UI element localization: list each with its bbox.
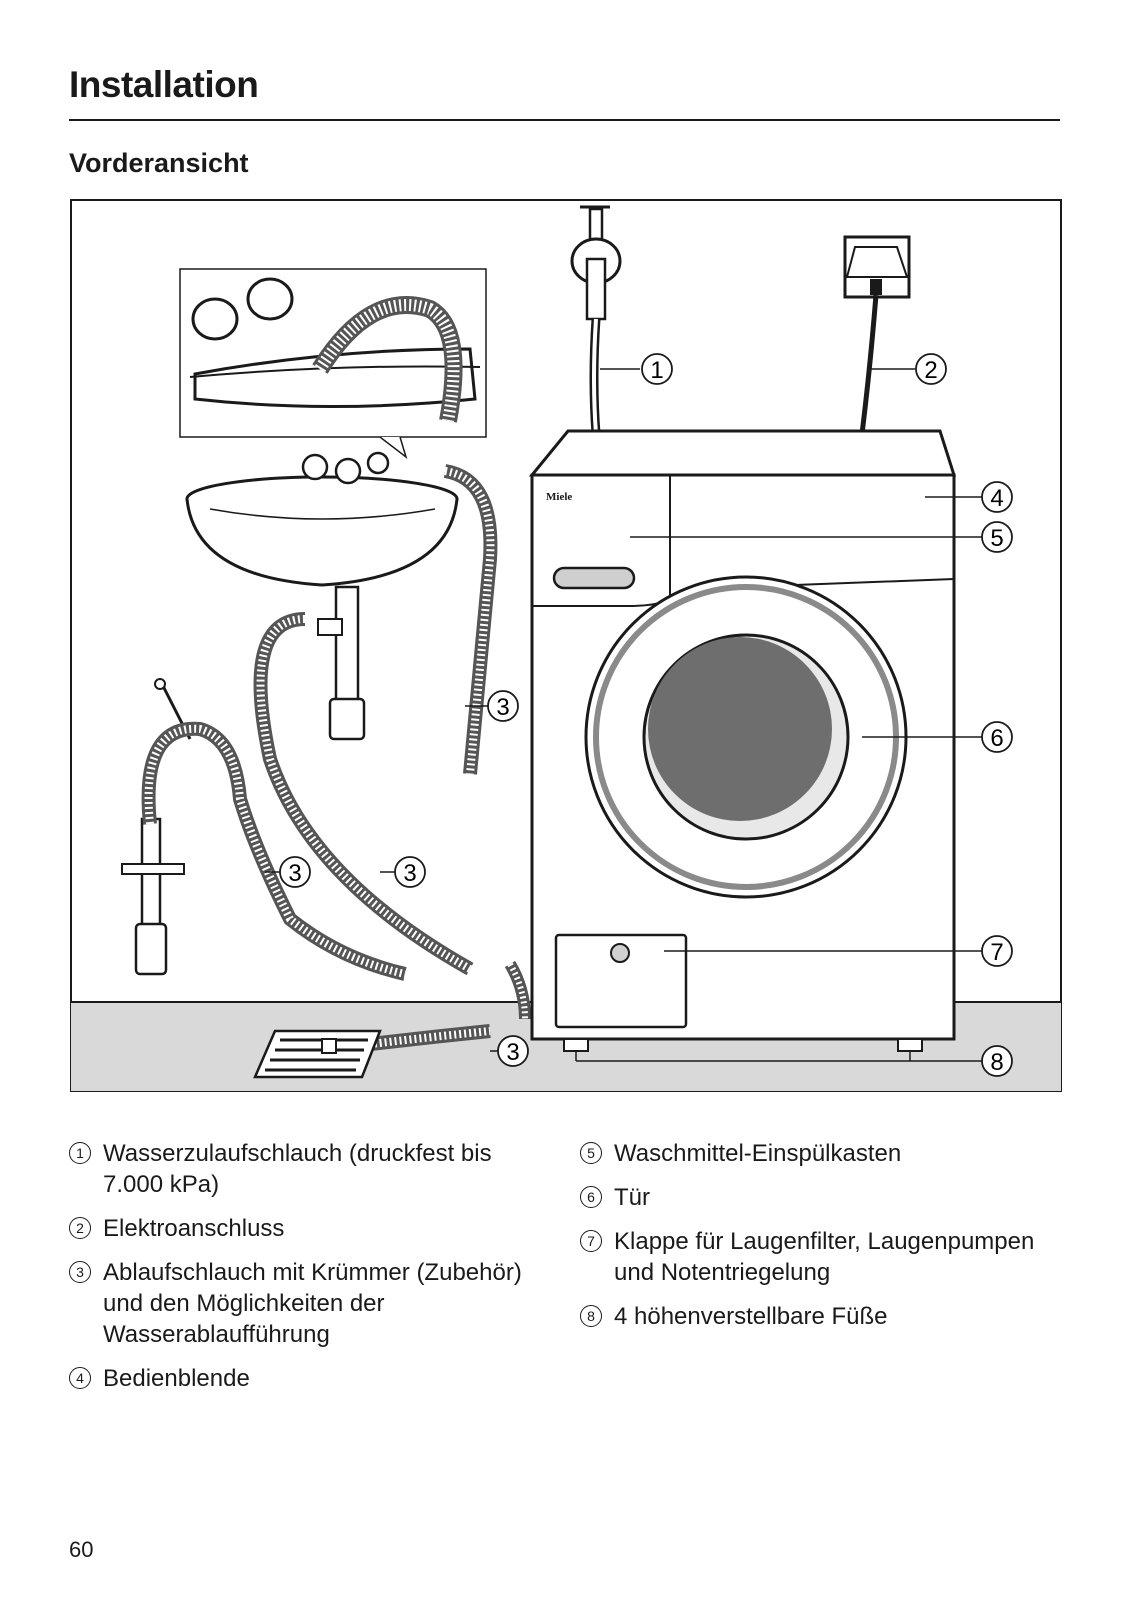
callout-2: 2 [915,353,947,385]
page-title: Installation [69,64,259,105]
page-number: 60 [69,1537,94,1562]
svg-text:1: 1 [650,357,663,384]
callout-3-standpipe: 3 [279,856,311,888]
callout-7: 7 [981,935,1013,967]
legend-text: Tür [614,1184,650,1211]
legend-text: Bedienblende [103,1365,250,1392]
legend-right-column: 5 Waschmittel-Einspülkasten 6 Tür 7 Klap… [580,1138,1060,1345]
legend-item: 6 Tür [580,1182,1060,1213]
callout-1: 1 [641,353,673,385]
leader-lines [265,368,982,1062]
washing-machine: Miele [528,429,957,1052]
legend-number: 1 [69,1142,91,1164]
legend-text: Klappe für Laugenfilter, Laugenpumpen un… [614,1228,1035,1286]
legend-item: 1 Wasserzulaufschlauch (druckfest bis 7.… [69,1138,549,1200]
callout-5: 5 [981,521,1013,553]
legend-number: 3 [69,1261,91,1283]
legend-item: 8 4 höhenverstellbare Füße [580,1301,1060,1332]
svg-text:3: 3 [288,860,301,887]
title-divider [69,119,1060,121]
legend-number: 4 [69,1367,91,1389]
legend-item: 4 Bedienblende [69,1363,549,1394]
legend-text: Ablaufschlauch mit Krümmer (Zubehör) und… [103,1259,522,1348]
legend-number: 5 [580,1142,602,1164]
svg-text:8: 8 [990,1049,1003,1076]
callout-8: 8 [981,1045,1013,1077]
legend-text: Wasserzulaufschlauch (druckfest bis 7.00… [103,1140,492,1198]
svg-text:2: 2 [924,357,937,384]
legend-text: 4 höhenverstellbare Füße [614,1303,888,1330]
legend-item: 7 Klappe für Laugenfilter, Laugenpumpen … [580,1226,1060,1288]
svg-text:5: 5 [990,525,1003,552]
floor-drain [253,1029,382,1079]
brand-logo: Miele [546,491,572,503]
front-view-illustration: Miele 1 2 3 [70,199,1062,1092]
water-tap [570,205,622,435]
section-heading: Vorderansicht [69,148,249,178]
legend-number: 6 [580,1186,602,1208]
callout-3-sink: 3 [487,690,519,722]
legend-text: Elektroanschluss [103,1215,285,1242]
svg-text:3: 3 [496,694,509,721]
callout-3-floor-drain: 3 [497,1035,529,1067]
legend-text: Waschmittel-Einspülkasten [614,1140,902,1167]
legend-number: 8 [580,1305,602,1327]
callout-6: 6 [981,721,1013,753]
legend-item: 2 Elektroanschluss [69,1213,549,1244]
sink [185,451,459,741]
legend-item: 5 Waschmittel-Einspülkasten [580,1138,1060,1169]
sink-detail-inset [179,268,487,460]
standpipe [121,678,192,976]
electrical-socket [843,235,911,435]
svg-text:7: 7 [990,939,1003,966]
legend-number: 2 [69,1217,91,1239]
legend-item: 3 Ablaufschlauch mit Krümmer (Zubehör) u… [69,1257,549,1350]
svg-text:3: 3 [506,1039,519,1066]
legend-left-column: 1 Wasserzulaufschlauch (druckfest bis 7.… [69,1138,549,1407]
callout-4: 4 [981,481,1013,513]
callout-3-free-end: 3 [394,856,426,888]
svg-text:4: 4 [990,485,1003,512]
legend-number: 7 [580,1230,602,1252]
svg-text:6: 6 [990,725,1003,752]
svg-text:3: 3 [403,860,416,887]
